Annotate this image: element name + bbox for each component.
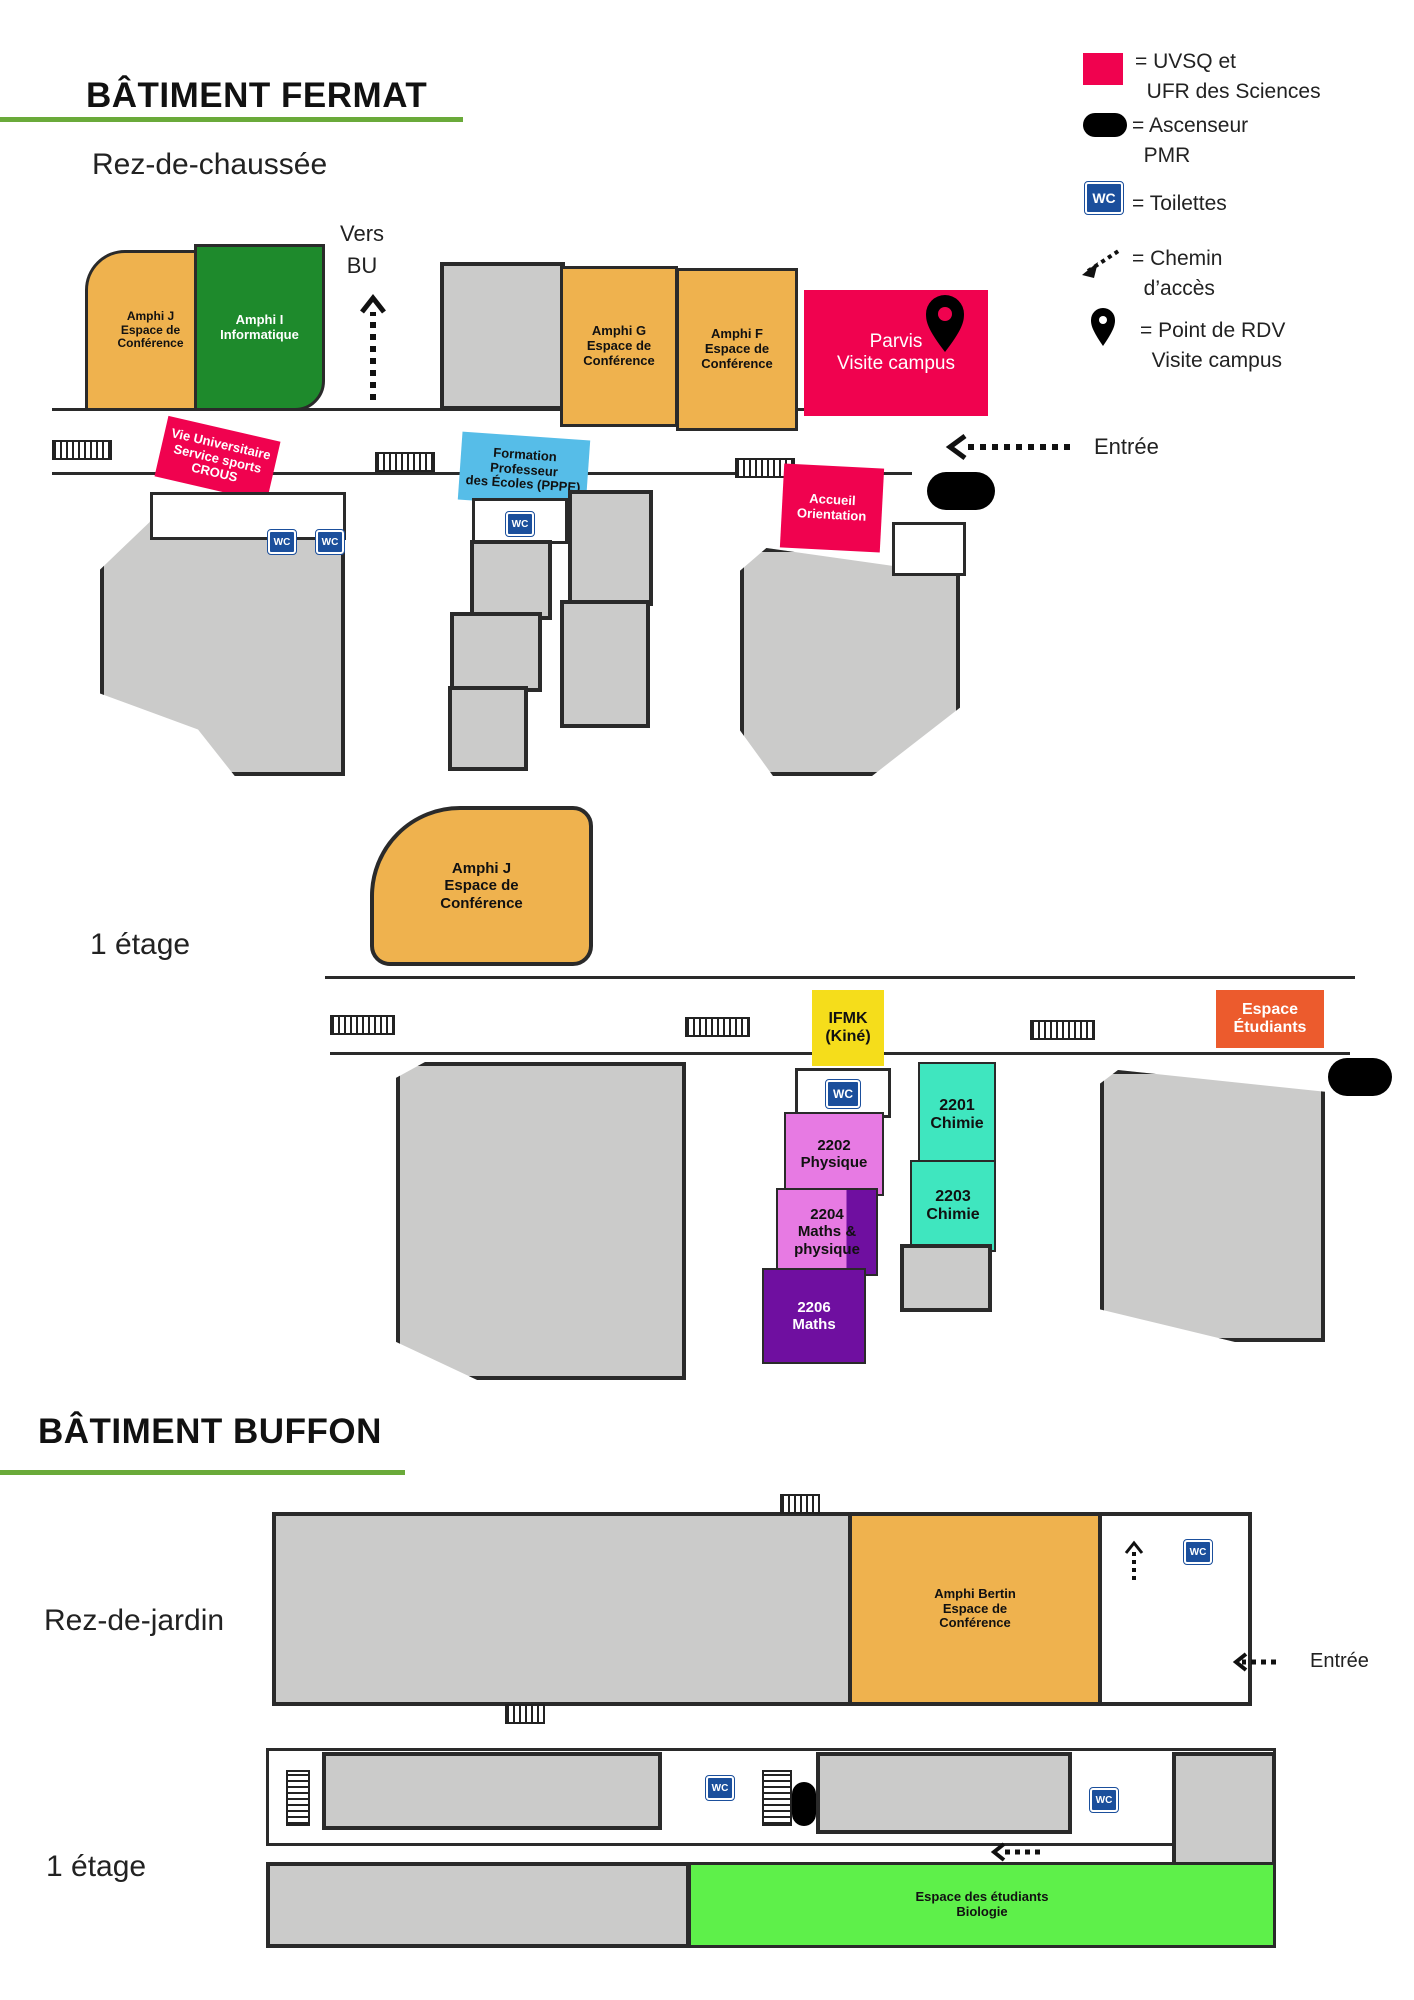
toilet-icon[interactable]: WC xyxy=(1089,1787,1119,1813)
room-2202-physique[interactable]: 2202 Physique xyxy=(784,1112,884,1196)
toilet-icon[interactable]: WC xyxy=(705,1775,735,1801)
building-block xyxy=(272,1512,852,1706)
amphi-j-etage[interactable]: Amphi J Espace de Conférence xyxy=(370,806,593,966)
building-block xyxy=(266,1862,690,1948)
buffon-entree-label: Entrée xyxy=(1310,1650,1369,1672)
building-block xyxy=(568,490,653,606)
room-2206-maths[interactable]: 2206 Maths xyxy=(762,1268,866,1364)
stairs xyxy=(685,1017,750,1037)
legend-uvsq-text: = UVSQ et UFR des Sciences xyxy=(1135,50,1321,103)
ifmk-kine[interactable]: IFMK (Kiné) xyxy=(812,990,884,1066)
stairs xyxy=(330,1015,395,1035)
legend-toilet-icon: WC xyxy=(1084,181,1124,215)
entree-label: Entrée xyxy=(1094,434,1159,459)
amphi-f[interactable]: Amphi F Espace de Conférence xyxy=(676,268,798,431)
legend-path-text: = Chemin d’accès xyxy=(1132,247,1223,300)
toilet-icon[interactable]: WC xyxy=(315,529,345,555)
stairs xyxy=(1030,1020,1095,1040)
legend-rdv-text: = Point de RDV Visite campus xyxy=(1140,319,1286,372)
legend-elevator-text: = Ascenseur PMR xyxy=(1132,114,1249,167)
fermat-rdc-label: Rez-de-chaussée xyxy=(92,148,328,181)
corridor-room xyxy=(1102,1512,1252,1706)
building-block xyxy=(1172,1752,1276,1868)
buffon-title: BÂTIMENT BUFFON xyxy=(38,1412,382,1451)
stairs xyxy=(286,1770,310,1826)
building-block xyxy=(322,1752,662,1830)
fermat-title-rule xyxy=(0,117,463,122)
elevator-icon xyxy=(792,1782,816,1826)
vers-bu-label: Vers BU xyxy=(340,221,385,278)
room-2203-chimie[interactable]: 2203 Chimie xyxy=(910,1160,996,1252)
room-2201-chimie[interactable]: 2201 Chimie xyxy=(918,1062,996,1168)
toilet-icon[interactable]: WC xyxy=(505,511,535,537)
toilet-icon[interactable]: WC xyxy=(825,1079,861,1109)
elevator-icon xyxy=(1328,1058,1392,1096)
buffon-title-rule xyxy=(0,1470,405,1475)
building-block xyxy=(816,1752,1072,1834)
elevator-icon xyxy=(927,472,995,510)
building-block xyxy=(440,262,565,410)
corridor-wall xyxy=(325,976,1355,979)
building-block xyxy=(396,1062,686,1380)
amphi-i-informatique[interactable]: Amphi I Informatique xyxy=(194,244,325,411)
building-block xyxy=(448,686,528,771)
buffon-etage-label: 1 étage xyxy=(46,1850,147,1883)
building-block xyxy=(560,600,650,728)
stairs xyxy=(375,452,435,472)
corridor-room xyxy=(892,522,966,576)
building-block xyxy=(900,1244,992,1312)
legend-uvsq-swatch xyxy=(1083,53,1123,85)
toilet-icon[interactable]: WC xyxy=(267,529,297,555)
espace-etudiants[interactable]: Espace Étudiants xyxy=(1216,990,1324,1048)
toilet-block xyxy=(150,492,346,540)
stairs xyxy=(780,1494,820,1514)
legend-toilet-text: = Toilettes xyxy=(1132,192,1227,215)
stairs xyxy=(52,440,112,460)
fermat-etage-label: 1 étage xyxy=(90,928,191,961)
stairs xyxy=(762,1770,792,1826)
legend-elevator-icon xyxy=(1083,113,1127,137)
amphi-bertin[interactable]: Amphi Bertin Espace de Conférence xyxy=(848,1512,1102,1706)
toilet-icon[interactable]: WC xyxy=(1183,1539,1213,1565)
fermat-title: BÂTIMENT FERMAT xyxy=(86,76,428,115)
espace-etudiants-biologie[interactable]: Espace des étudiants Biologie xyxy=(688,1862,1276,1948)
building-block xyxy=(470,540,552,620)
stairs xyxy=(505,1704,545,1724)
buffon-rdj-label: Rez-de-jardin xyxy=(44,1604,225,1637)
